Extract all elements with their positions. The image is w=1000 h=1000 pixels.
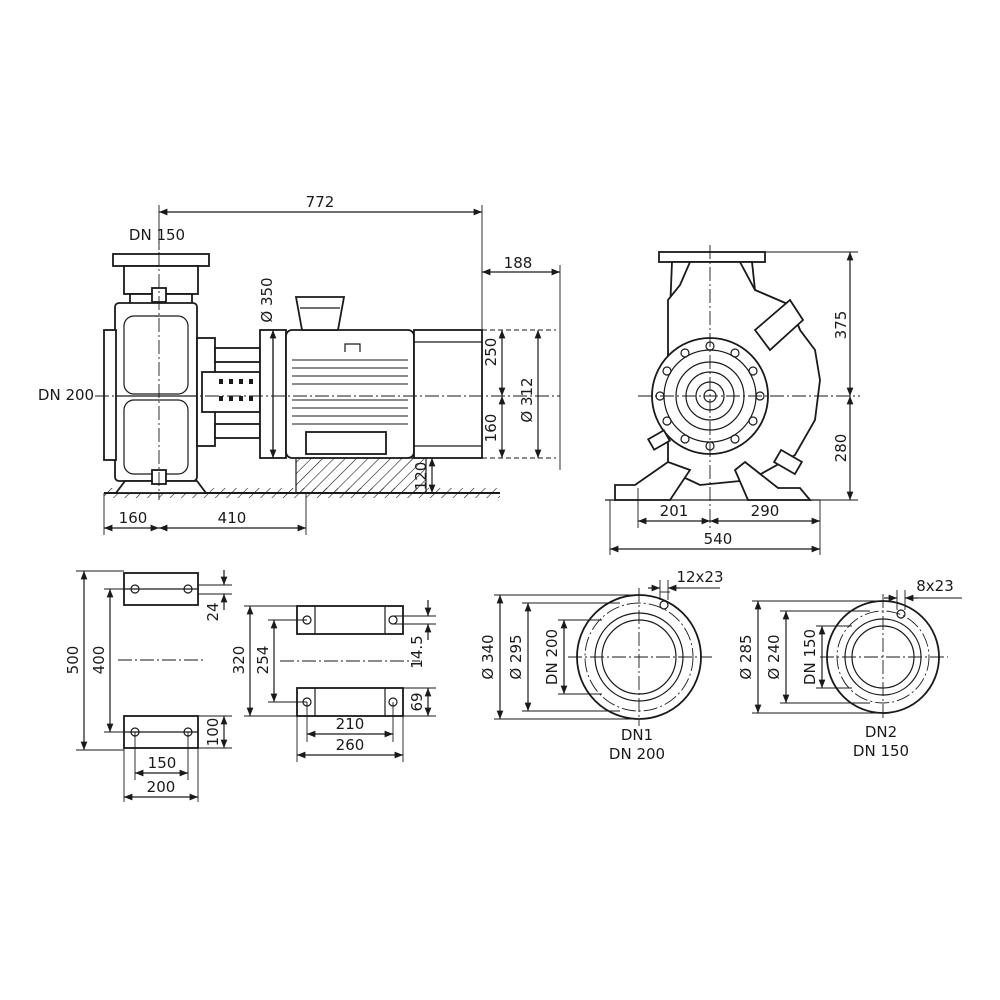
dim-dn1-holes: 12x23 (676, 568, 723, 586)
base-view: 320 254 14.5 69 210 260 (230, 600, 436, 762)
dim-dn2-holes: 8x23 (916, 577, 954, 595)
dn1-caption-size: DN 200 (609, 745, 665, 763)
dim-foot-height: 100 (204, 718, 222, 747)
front-view: 375 280 201 290 540 (605, 245, 860, 555)
dn1-caption-name: DN1 (621, 726, 653, 744)
dim-base-slot: 14.5 (408, 635, 426, 668)
flange-dn1: 12x23 Ø 340 Ø 295 DN 200 DN1 DN 200 (479, 568, 724, 763)
dim-height-below-axis: 160 (482, 414, 500, 443)
dim-foot-bolt-height: 400 (90, 646, 108, 675)
dim-dn2-bore: DN 150 (801, 629, 819, 685)
dim-foot-bolt-width: 150 (148, 754, 177, 772)
foot-view: 500 400 24 100 150 200 (64, 570, 232, 802)
dim-base-plate-width: 260 (336, 736, 365, 754)
dim-front-right: 290 (751, 502, 780, 520)
dim-motor-diameter: Ø 350 (258, 277, 276, 322)
dim-dn1-pcd: Ø 295 (507, 634, 525, 679)
dim-base-right: 410 (218, 509, 247, 527)
dim-base-plate: 69 (408, 692, 426, 711)
dn2-caption-size: DN 150 (853, 742, 909, 760)
dim-overhang: 188 (504, 254, 533, 272)
dim-dn2-outer: Ø 285 (737, 634, 755, 679)
dim-dn1-outer: Ø 340 (479, 634, 497, 679)
label-top-nozzle: DN 150 (129, 226, 185, 244)
dim-dn1-bore: DN 200 (543, 629, 561, 685)
flange-dn2: 8x23 Ø 285 Ø 240 DN 150 DN2 DN 150 (737, 577, 962, 760)
dim-front-top: 375 (832, 311, 850, 340)
coupling-slots (219, 379, 253, 401)
dim-front-width: 540 (704, 530, 733, 548)
dim-foot-slot: 24 (204, 602, 222, 621)
dn2-caption-name: DN2 (865, 723, 897, 741)
dim-dn2-pcd: Ø 240 (765, 634, 783, 679)
dim-foot-height: 120 (412, 462, 430, 491)
dim-base-inner: 254 (254, 646, 272, 675)
dim-base-bolt-span: 210 (336, 715, 365, 733)
motor-cooling-ribs (292, 359, 408, 425)
dim-base-outer: 320 (230, 646, 248, 675)
dim-foot-width: 200 (147, 778, 176, 796)
side-view: 772 188 Ø 350 250 160 Ø 312 120 160 410 … (38, 193, 561, 535)
dim-flange-diameter: Ø 312 (518, 377, 536, 422)
dim-front-bottom: 280 (832, 434, 850, 463)
dim-foot-total-height: 500 (64, 646, 82, 675)
dim-base-left: 160 (119, 509, 148, 527)
dim-overall-length: 772 (306, 193, 335, 211)
dim-front-left: 201 (660, 502, 689, 520)
label-side-nozzle: DN 200 (38, 386, 94, 404)
dim-height-above-axis: 250 (482, 338, 500, 367)
